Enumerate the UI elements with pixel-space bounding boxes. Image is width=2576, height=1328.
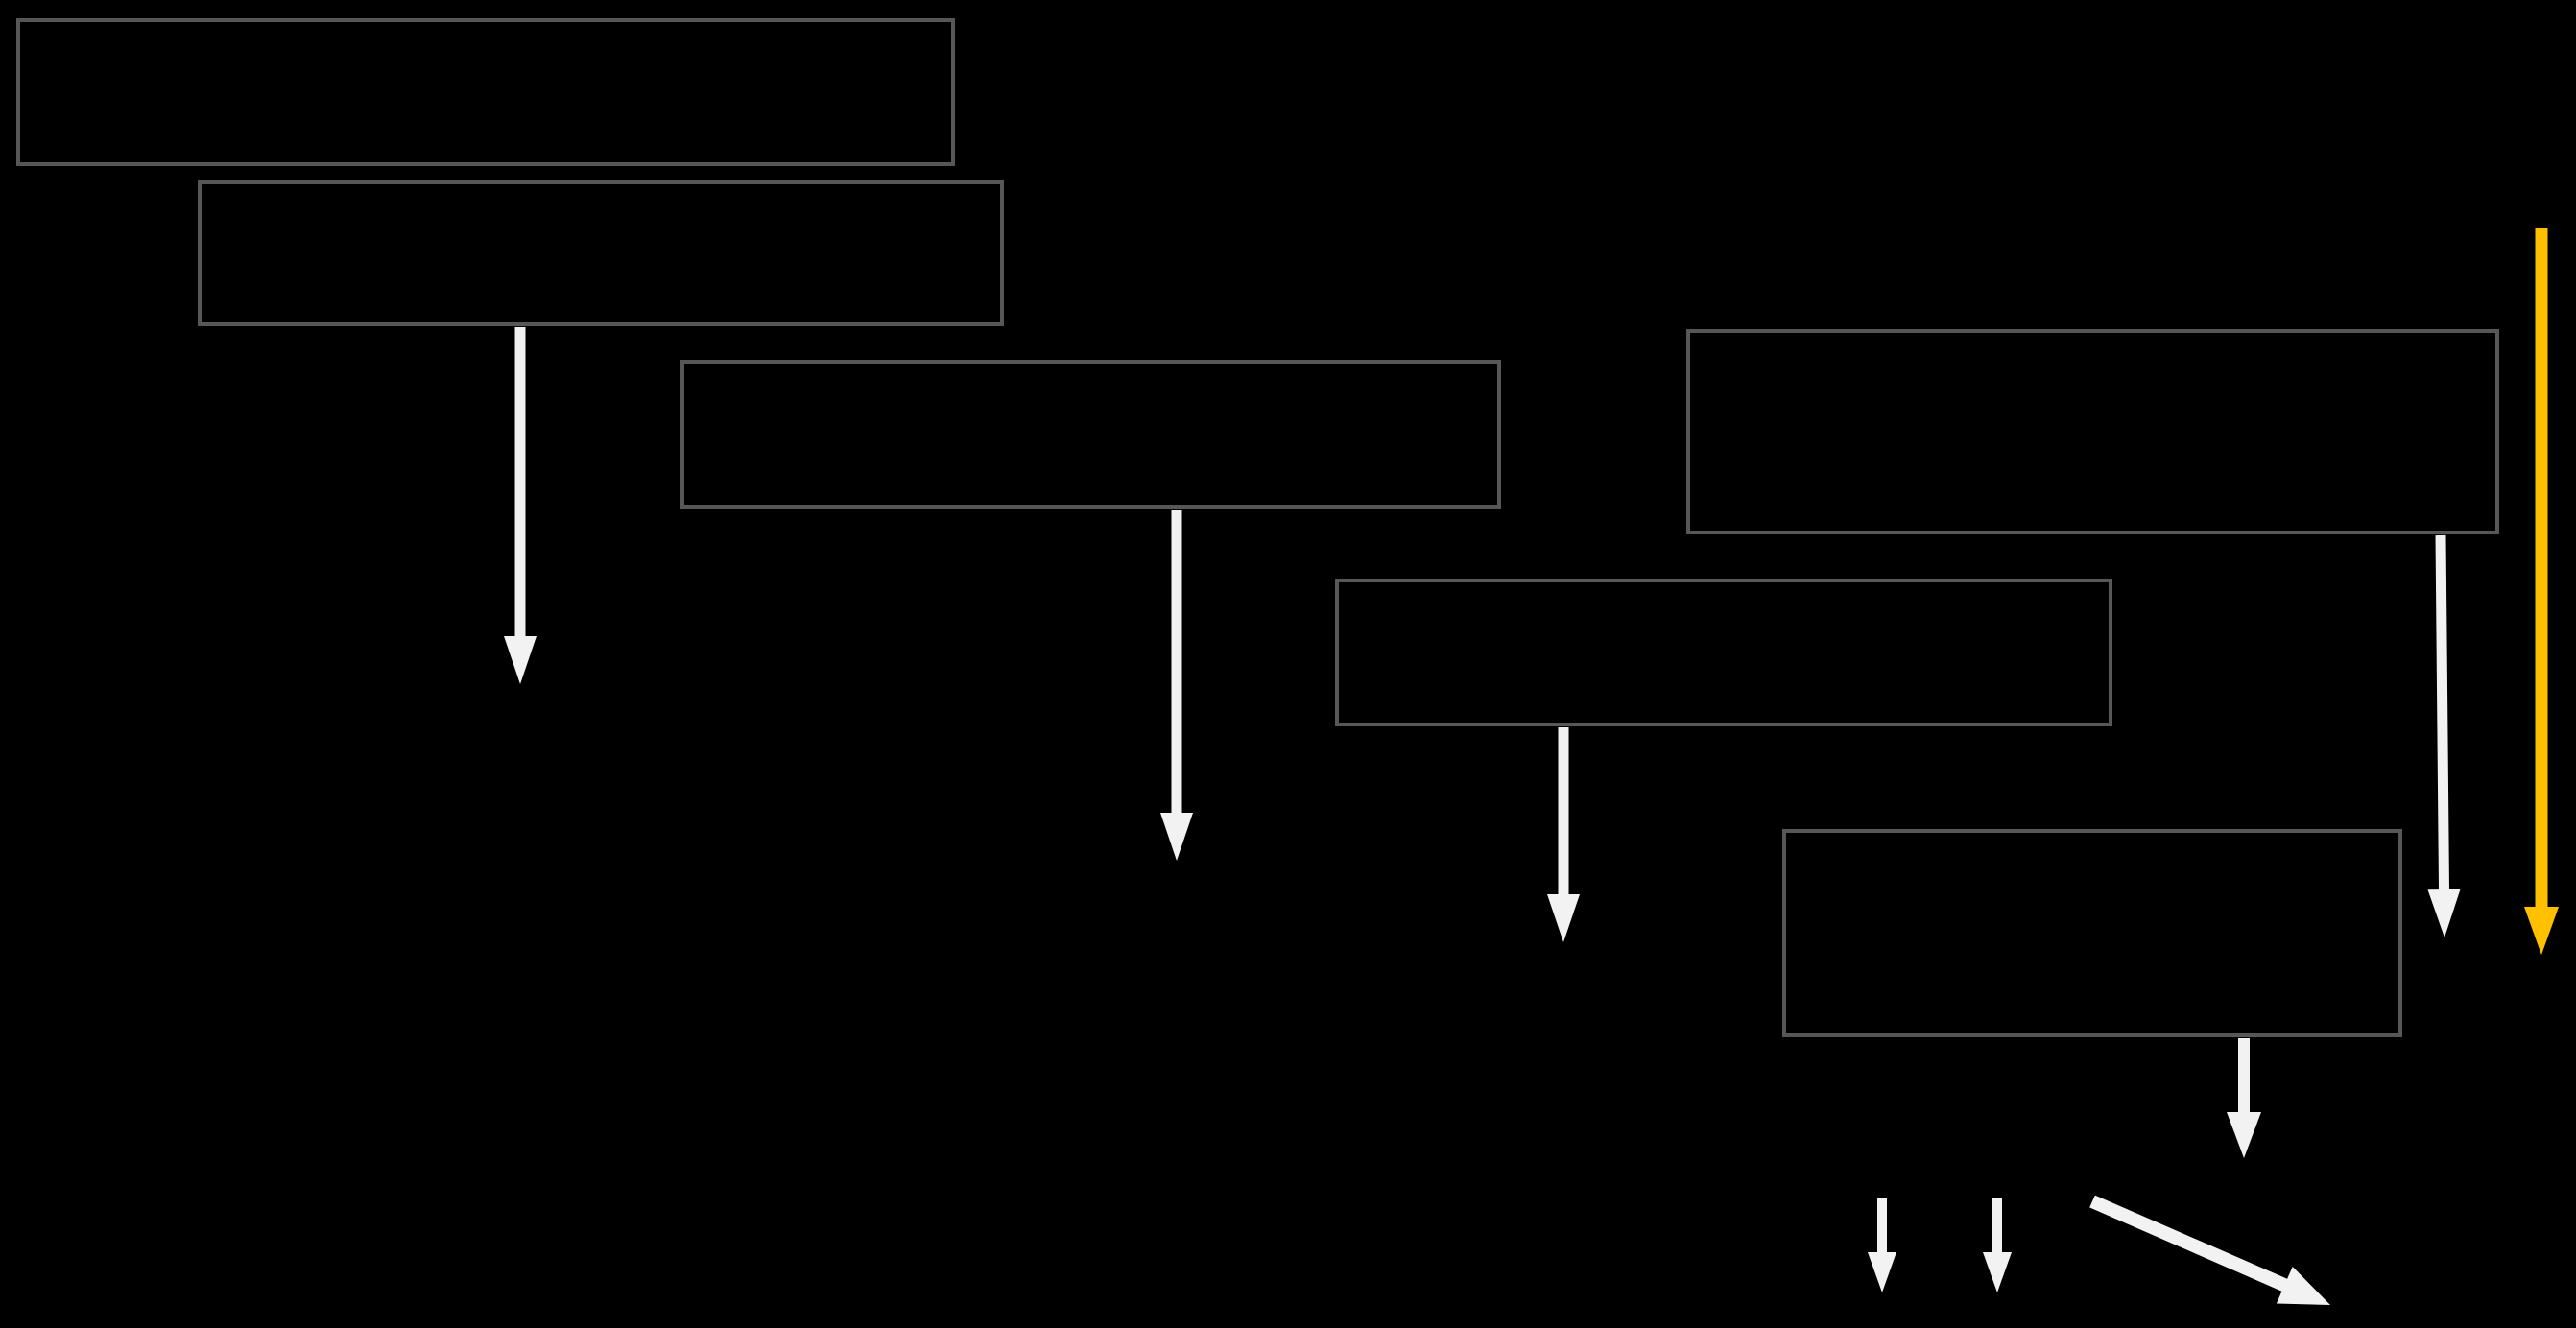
diagonal-down-right-arrow xyxy=(2089,1195,2330,1305)
down-arrow-under-box-4 xyxy=(2427,534,2461,937)
down-arrow-under-box-3 xyxy=(1160,510,1193,861)
small-down-arrow-left xyxy=(1868,1198,1896,1292)
down-arrow-under-box-2 xyxy=(504,327,537,684)
down-arrow-under-box-6 xyxy=(2227,1038,2261,1158)
cascade-box-3 xyxy=(680,360,1501,509)
cascade-box-1 xyxy=(16,18,955,166)
small-down-arrow-right xyxy=(1983,1198,2012,1292)
down-arrow-under-box-5 xyxy=(1547,727,1580,942)
cascade-box-5 xyxy=(1335,579,2112,726)
cascade-box-4 xyxy=(1686,329,2499,534)
cascade-box-2 xyxy=(198,180,1004,326)
cascade-box-6 xyxy=(1782,829,2402,1037)
accent-down-arrow xyxy=(2524,228,2559,955)
